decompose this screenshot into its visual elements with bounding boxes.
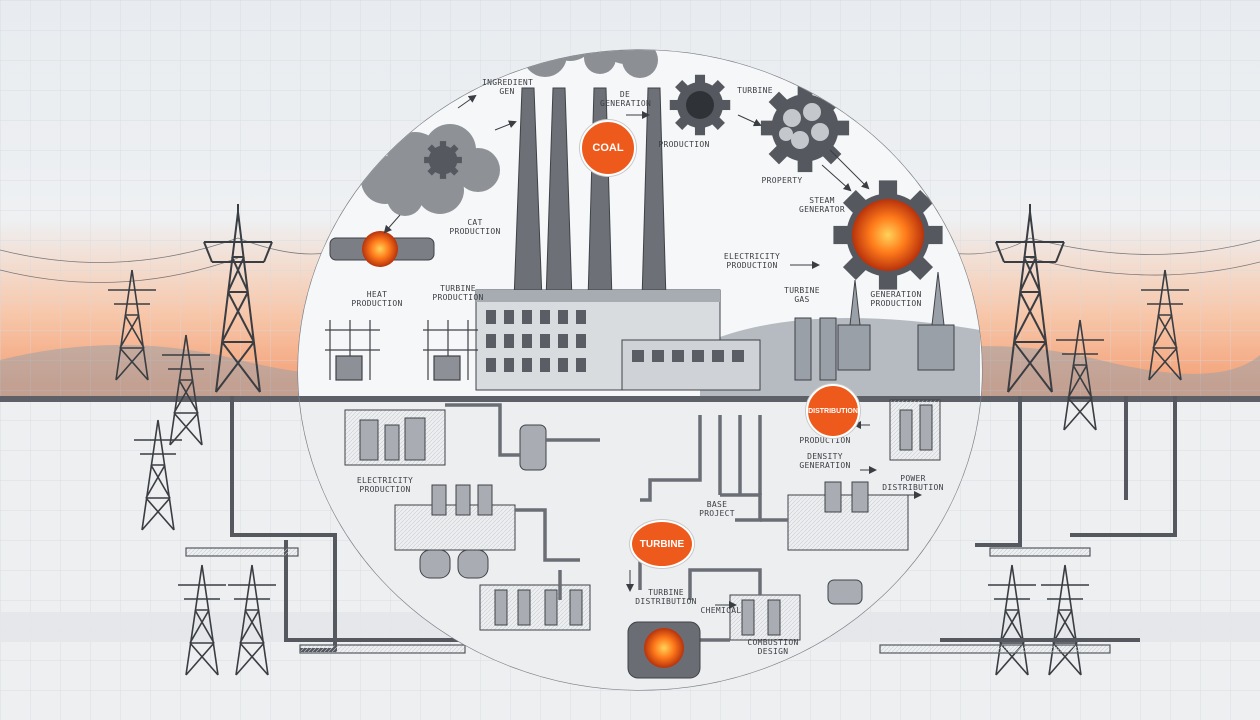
- electricity-production-lower-label: ELECTRICITY PRODUCTION: [356, 476, 414, 494]
- industrial-units: [344, 399, 941, 641]
- ingredient-gen-label: INGREDIENT GEN: [482, 78, 534, 96]
- coal-production-label: CAT PRODUCTION: [449, 218, 501, 236]
- electricity-production-top-label: ELECTRICITY PRODUCTION: [723, 252, 781, 270]
- flame-icon: [644, 628, 684, 668]
- base-project-label: BASE PROJECT: [699, 500, 735, 518]
- turbine-distribution-label: TURBINE DISTRIBUTION: [635, 588, 697, 606]
- turbine-badge: TURBINE: [630, 520, 694, 568]
- silos: [794, 271, 955, 381]
- flame-icon: [362, 231, 398, 267]
- steam-generator-label: STEAM GENERATOR: [798, 196, 846, 214]
- distribution-badge: DISTRIBUTION: [806, 384, 860, 438]
- bridge-rail: [185, 547, 1111, 654]
- arrow-icon: [383, 94, 922, 609]
- production-gear-label: PRODUCTION: [658, 140, 710, 149]
- power-distribution-label: POWER DISTRIBUTION: [882, 474, 944, 492]
- combustion-design-label: COMBUSTION DESIGN: [747, 638, 799, 656]
- de-generation-label: DE GENERATION: [600, 90, 652, 108]
- density-generation-label: DENSITY GENERATION: [799, 452, 851, 470]
- heat-production-label: HEAT PRODUCTION: [351, 290, 403, 308]
- turbine-gas-label: TURBINE GAS: [784, 286, 820, 304]
- coal-cloud: [361, 124, 500, 216]
- combustion-chamber: [627, 621, 701, 679]
- generation-production-label: GENERATION PRODUCTION: [870, 290, 922, 308]
- turbine-top-label: TURBINE: [737, 86, 773, 95]
- substation: [325, 320, 478, 381]
- plant-building: [475, 289, 761, 391]
- coal-badge: COAL: [580, 120, 636, 176]
- turbine-production-label: TURBINE PRODUCTION: [432, 284, 484, 302]
- flame-icon: [852, 199, 924, 271]
- turbine-shaft: [329, 231, 435, 267]
- property-label: PROPERTY: [761, 176, 803, 185]
- production-mid-label: PRODUCTION: [799, 436, 851, 445]
- circle-contents: [298, 50, 982, 690]
- gear-icon: [424, 141, 462, 179]
- process-pipes: [445, 403, 788, 642]
- chemical-label: CHEMICAL: [700, 606, 742, 615]
